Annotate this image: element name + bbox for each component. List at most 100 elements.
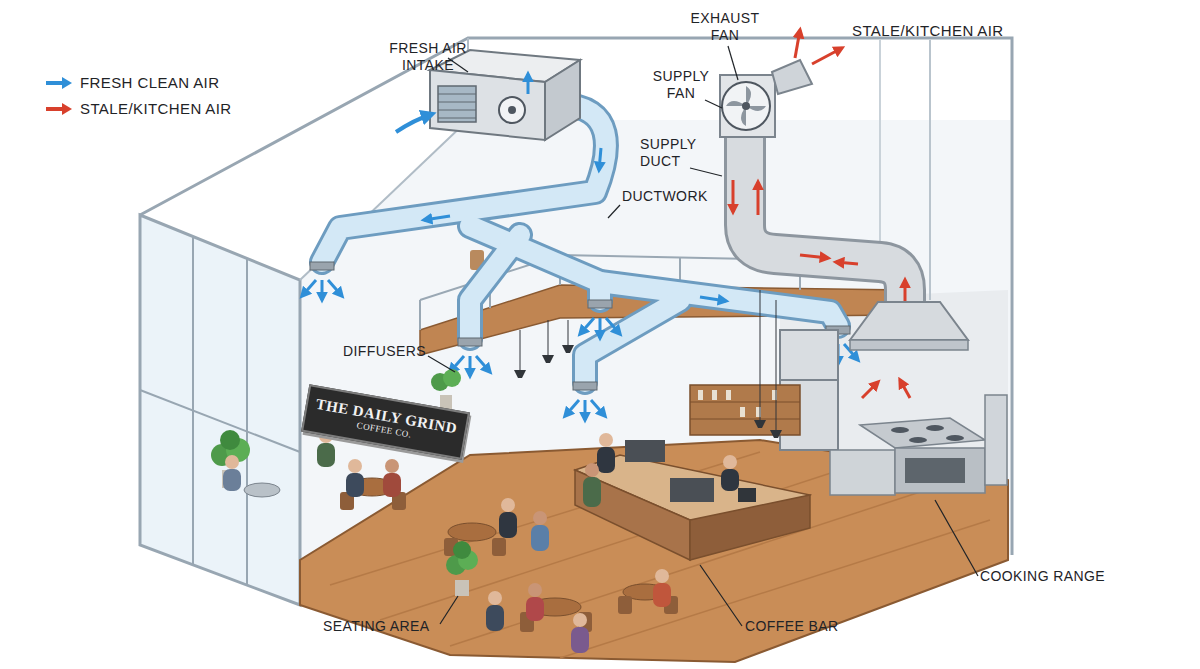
legend-arrow: [46, 81, 64, 85]
air-handling-unit: [396, 114, 432, 132]
stale-air-arrow: [900, 380, 910, 398]
kitchen: [946, 435, 964, 441]
kitchen: [909, 437, 927, 443]
coffee-bar: [770, 430, 782, 438]
exhaust-duct: [745, 135, 905, 305]
coffee-bar: [754, 420, 766, 428]
part-label: FRESH AIR INTAKE: [386, 40, 470, 74]
kitchen: [830, 450, 895, 495]
plant: [211, 369, 478, 596]
area-label: COFFEE BAR: [745, 618, 838, 635]
diffuser: [310, 262, 850, 390]
plant: [220, 430, 240, 450]
stale-air-arrow: [757, 182, 760, 215]
diffuser: [588, 300, 612, 308]
fresh-air-arrow: [476, 356, 490, 372]
fresh-air-arrow: [591, 400, 605, 416]
diffuser: [458, 338, 482, 346]
plant: [455, 580, 469, 596]
person: [528, 583, 542, 597]
building-glass: [140, 390, 300, 452]
coffee-bar: [690, 495, 810, 560]
fresh-air-arrow: [302, 148, 858, 420]
seating-furniture: [244, 483, 280, 497]
coffee-bar: [738, 488, 756, 502]
area-label: SEATING AREA: [323, 618, 429, 635]
back-wall: [300, 40, 1010, 560]
exhaust-fan: [722, 82, 770, 130]
floor: [560, 520, 990, 658]
kitchen: [850, 340, 968, 350]
person: [385, 459, 399, 473]
stale-air-arrow: [732, 180, 735, 212]
fresh-air-arrow: [469, 356, 472, 376]
leader-line: [700, 565, 742, 626]
seating-furniture: [244, 478, 678, 632]
exhaust-fan: [720, 60, 812, 137]
air-handling-unit: [438, 102, 476, 103]
air-handling-unit: [508, 106, 516, 114]
legend-item: FRESH CLEAN AIR: [44, 74, 219, 91]
supply-ductwork: [470, 235, 520, 338]
exhaust-fan: [726, 86, 766, 126]
coffee-bar: [690, 419, 800, 420]
person: [583, 477, 601, 507]
part-label: DUCTWORK: [622, 188, 708, 205]
person: [383, 473, 401, 497]
diffuser: [573, 382, 597, 390]
coffee-bar: [625, 440, 665, 462]
supply-ductwork: [587, 282, 613, 300]
person: [223, 469, 241, 491]
coffee-bar: [568, 320, 569, 345]
kitchen: [860, 418, 985, 448]
fresh-air-arrow: [599, 318, 602, 338]
fresh-air-arrow: [424, 216, 450, 220]
leader-line: [728, 46, 738, 80]
fresh-air-arrow: [321, 280, 324, 300]
person: [571, 627, 589, 653]
exhaust-fan: [772, 60, 812, 94]
person: [721, 469, 739, 491]
plant: [443, 369, 461, 387]
coffee-bar: [520, 330, 521, 370]
air-handling-unit: [438, 86, 476, 122]
kitchen: [926, 425, 944, 431]
legend-arrow: [44, 101, 74, 117]
floor: [300, 440, 1008, 662]
area-label: COOKING RANGE: [980, 568, 1105, 585]
legend-text: FRESH CLEAN AIR: [80, 74, 219, 91]
kitchen: [780, 302, 1007, 495]
person: [526, 597, 544, 621]
coffee-bar: [712, 390, 717, 400]
person: [225, 455, 239, 469]
air-handling-unit: [438, 94, 476, 95]
airflow-label: STALE/KITCHEN AIR: [852, 22, 1004, 39]
fresh-air-arrow: [328, 280, 342, 296]
leader-line: [690, 168, 722, 176]
air-handling-unit: [430, 70, 545, 140]
stale-air-arrow: [862, 382, 878, 398]
part-label: SUPPLY FAN: [650, 68, 712, 102]
fresh-air-arrow: [700, 297, 726, 301]
building-glass: [246, 259, 248, 585]
supply-ductwork: [585, 300, 680, 382]
air-handling-unit: [527, 74, 530, 94]
person: [653, 583, 671, 607]
exhaust-duct: [745, 135, 905, 305]
building-glass: [140, 215, 300, 605]
supply-ductwork: [470, 235, 520, 338]
kitchen: [905, 458, 965, 483]
back-wall: [879, 40, 881, 250]
person: [599, 433, 613, 447]
coffee-bar: [562, 345, 574, 353]
supply-ductwork: [590, 282, 610, 300]
floor: [300, 440, 1008, 662]
kitchen: [985, 395, 1007, 485]
air-handling-unit: [545, 60, 580, 140]
person: [488, 591, 502, 605]
stale-air-arrow: [800, 255, 828, 258]
exhaust-fan: [742, 102, 750, 110]
fresh-air-arrow: [302, 280, 316, 296]
stale-air-arrow: [812, 48, 842, 64]
